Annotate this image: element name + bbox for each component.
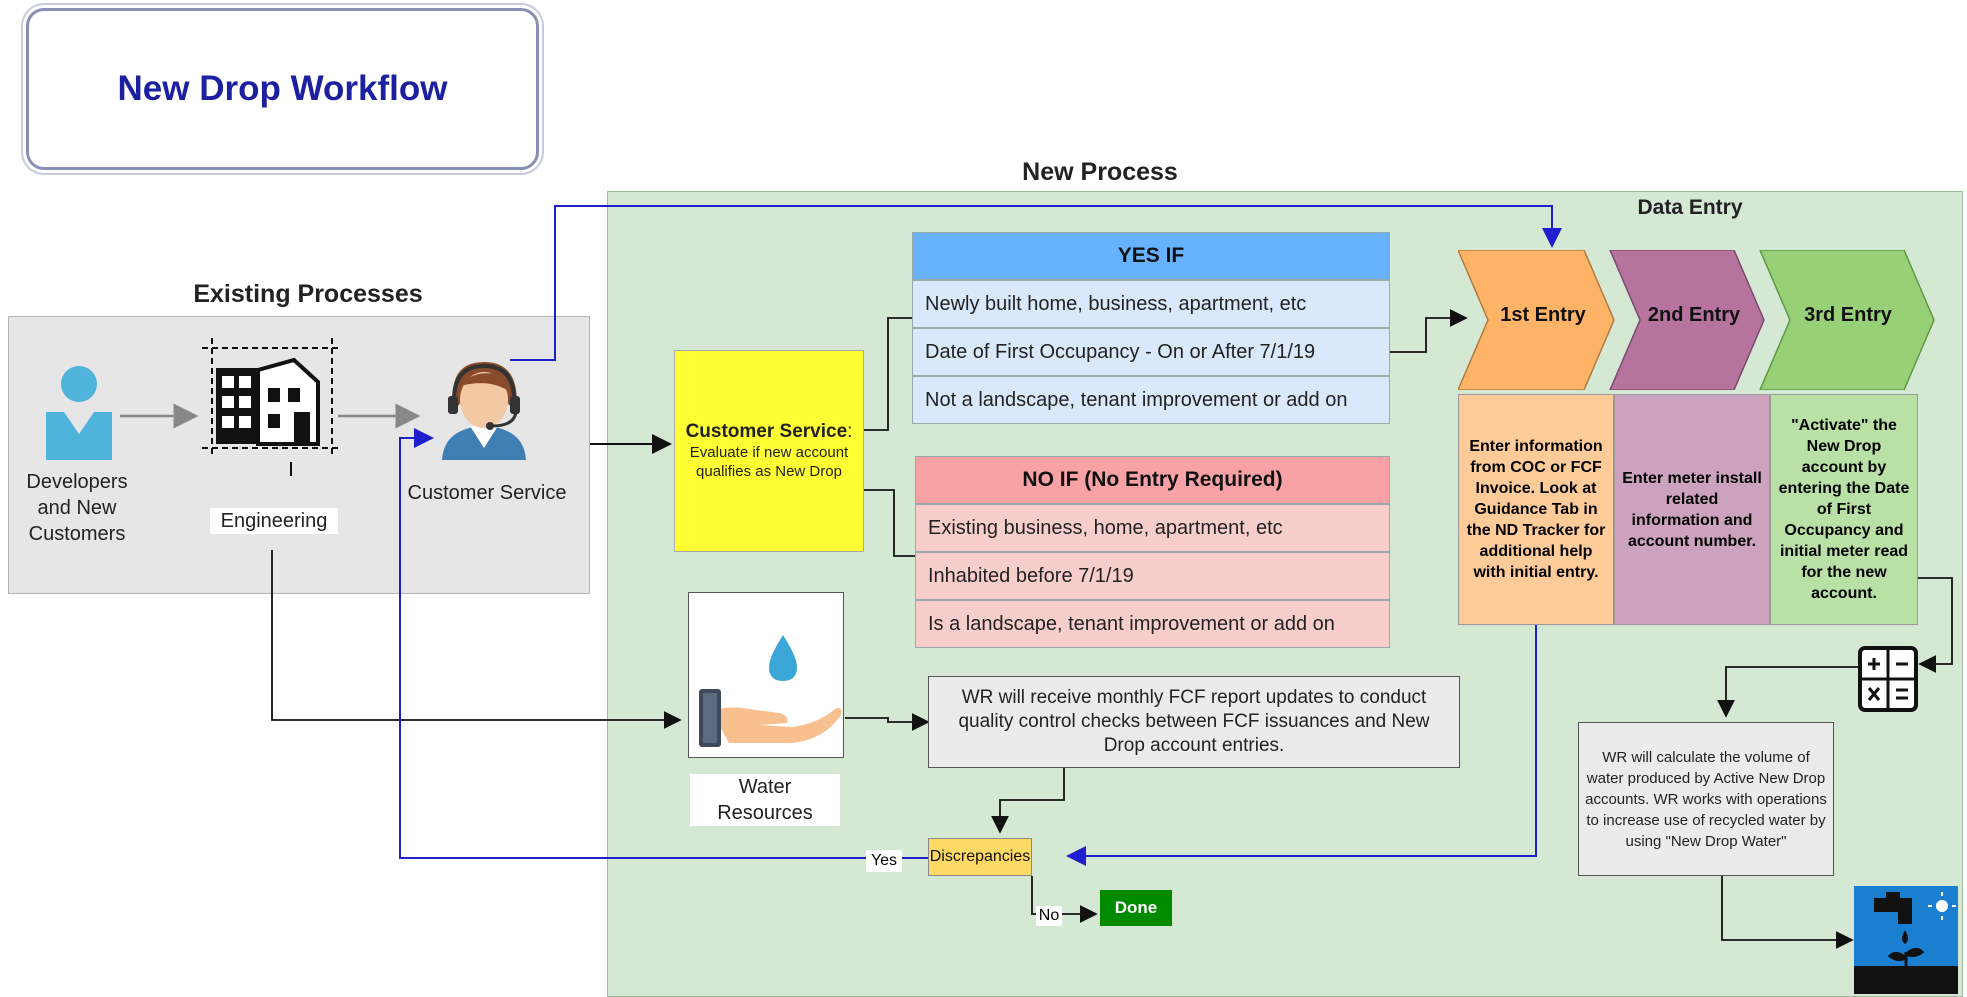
new-process-heading: New Process <box>1022 158 1178 186</box>
existing-processes-heading: Existing Processes <box>193 280 423 308</box>
entry-chevrons <box>1458 250 1935 390</box>
developers-label: Developers and New Customers <box>26 471 128 545</box>
arrow-yes-to-first-entry <box>1390 309 1468 353</box>
line-to-no-table <box>862 489 915 557</box>
arrow-report-to-discrepancies <box>991 768 1065 834</box>
customer-service-label: Customer Service <box>407 482 567 504</box>
faucet-plant-icon <box>1854 886 1958 994</box>
discrepancies-box: Discrepancies <box>928 838 1032 876</box>
first-entry-chevron <box>1458 250 1615 390</box>
yes-if-row: Newly built home, business, apartment, e… <box>912 280 1390 328</box>
water-resources-label: Water Resources <box>690 774 840 826</box>
data-entry-heading: Data Entry <box>1637 196 1743 219</box>
engineering-label: Engineering <box>210 508 338 534</box>
no-if-header: NO IF (No Entry Required) <box>915 456 1390 504</box>
title-box: New Drop Workflow <box>26 8 539 170</box>
arrow-engineering-to-water-resources <box>271 550 682 729</box>
second-entry-label: 2nd Entry <box>1647 304 1741 326</box>
no-label: No <box>1036 906 1062 926</box>
yes-if-row: Not a landscape, tenant improvement or a… <box>912 376 1390 424</box>
dimension-mark <box>290 462 292 476</box>
cs-box-title: Customer Service <box>685 421 848 442</box>
page-title: New Drop Workflow <box>117 69 448 108</box>
line-to-yes-table <box>862 317 912 431</box>
arrow-discrepancies-yes-to-cs <box>399 428 928 859</box>
first-entry-label: 1st Entry <box>1500 304 1586 326</box>
water-resources-box <box>688 592 844 758</box>
yes-if-row: Date of First Occupancy - On or After 7/… <box>912 328 1390 376</box>
no-if-row: Is a landscape, tenant improvement or ad… <box>915 600 1390 648</box>
cs-box-colon: : <box>847 421 853 442</box>
arrow-wr-calc-to-faucet <box>1721 876 1854 949</box>
third-entry-chevron <box>1759 250 1935 390</box>
water-hand-icon <box>699 635 842 747</box>
no-if-row: Inhabited before 7/1/19 <box>915 552 1390 600</box>
cs-evaluation-box: Customer Service: Evaluate if new accoun… <box>674 350 864 552</box>
wr-report-box: WR will receive monthly FCF report updat… <box>928 676 1460 768</box>
done-box: Done <box>1100 890 1172 926</box>
calculator-icon <box>1858 646 1918 712</box>
second-entry-desc: Enter meter install related information … <box>1614 394 1770 625</box>
no-if-row: Existing business, home, apartment, etc <box>915 504 1390 552</box>
wr-calc-box: WR will calculate the volume of water pr… <box>1578 722 1834 876</box>
third-entry-label: 3rd Entry <box>1804 304 1892 326</box>
arrow-first-entry-to-discrepancies <box>1066 625 1537 866</box>
first-entry-desc: Enter information from COC or FCF Invoic… <box>1458 394 1614 625</box>
arrow-water-to-report <box>845 713 930 731</box>
arrow-cs-to-first-entry <box>510 205 1562 361</box>
arrow-third-entry-to-calculator <box>1918 577 1953 673</box>
building-blueprint-icon <box>202 338 342 458</box>
yes-if-header: YES IF <box>912 232 1390 280</box>
yes-label: Yes <box>866 850 902 872</box>
headset-agent-icon <box>442 362 526 460</box>
cs-box-text: Evaluate if new account qualifies as New… <box>689 444 849 480</box>
third-entry-desc: "Activate" the New Drop account by enter… <box>1770 394 1918 625</box>
second-entry-chevron <box>1609 250 1765 390</box>
arrow-discrepancies-no-to-done <box>1031 876 1098 923</box>
person-icon <box>46 366 112 460</box>
arrow-calculator-to-wr-calc <box>1717 666 1858 718</box>
